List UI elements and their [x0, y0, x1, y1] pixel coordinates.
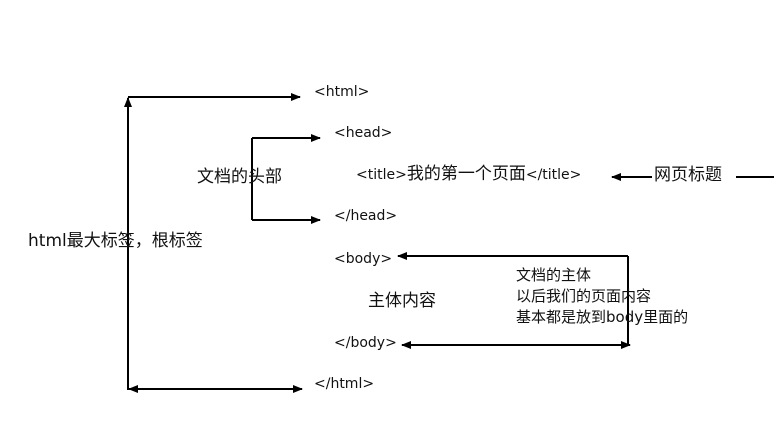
html-close-tag: </html> — [314, 376, 375, 392]
title-text: 我的第一个页面 — [406, 164, 526, 184]
html-root-annotation: html最大标签，根标签 — [28, 231, 203, 251]
body-note-line1: 文档的主体 — [516, 266, 592, 284]
body-bracket-arrows — [397, 252, 631, 349]
page-title-annotation: 网页标题 — [654, 165, 722, 185]
body-close-tag: </body> — [334, 335, 397, 351]
body-note-line2: 以后我们的页面内容 — [516, 287, 652, 305]
html-open-tag: <html> — [314, 84, 370, 100]
head-section-annotation: 文档的头部 — [197, 167, 282, 187]
body-note-line3: 基本都是放到body里面的 — [516, 308, 689, 326]
html-bracket-arrows — [124, 93, 303, 393]
head-close-tag: </head> — [334, 208, 398, 224]
head-bracket-arrows — [251, 134, 321, 224]
body-main-annotation: 主体内容 — [368, 291, 436, 311]
title-close-tag: </title> — [525, 167, 582, 183]
title-line: <title>我的第一个页面</title> — [356, 164, 581, 184]
head-open-tag: <head> — [334, 125, 393, 141]
title-open-tag: <title> — [356, 167, 407, 183]
body-open-tag: <body> — [334, 251, 393, 267]
